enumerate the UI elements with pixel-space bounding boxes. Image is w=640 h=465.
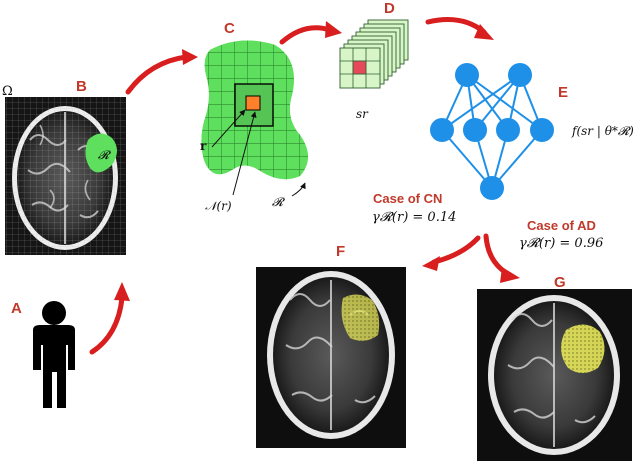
patch-stack-d [339,19,409,89]
case-ad-gamma: γ𝓡(r) = 0.96 [519,236,604,251]
voxel-r [245,95,261,111]
omega-label: Ω [2,84,13,99]
region-R-label-c: 𝓡 [272,195,286,209]
neighborhood-label: 𝒩(r) [205,199,232,213]
s-r-label: sr [356,107,369,121]
arrow-e-to-f [431,235,481,265]
nn-node [480,176,504,200]
ad-patch [560,324,605,373]
nn-node [463,118,487,142]
region-R-b [85,133,117,173]
mri-scan-g [477,289,632,461]
mri-scan-b [5,97,126,255]
arrow-e-to-g [483,233,511,277]
case-cn-gamma: γ𝓡(r) = 0.14 [372,210,457,225]
nn-node [530,118,554,142]
panel-label-d: D [384,0,395,17]
panel-label-c: C [224,20,235,37]
arrow-d-to-e [425,17,487,35]
case-ad-title: Case of AD [527,218,596,233]
case-cn-title: Case of CN [373,191,443,206]
flow-arrows [89,17,511,355]
panel-label-e: E [558,84,569,101]
arrow-b-to-c [125,54,189,95]
person-icon [33,301,75,408]
nn-node [430,118,454,142]
panel-label-f: F [336,243,346,260]
cn-patch [341,294,380,341]
panel-label-b: B [76,78,87,95]
arrow-c-to-d [279,25,333,45]
pointer-neighborhood [232,111,257,196]
pointer-r [211,109,246,148]
nn-node [508,63,532,87]
panel-label-g: G [554,274,566,291]
nn-node [496,118,520,142]
patch-center-voxel [352,60,367,75]
mri-scan-f [256,267,406,448]
region-R-label-b: 𝓡 [98,148,112,162]
arrow-a-to-b [89,295,125,355]
panel-label-a: A [11,300,22,317]
neural-network-e [441,74,543,189]
pointer-region [291,182,306,197]
r-label: r [200,139,207,153]
nn-node [455,63,479,87]
f-label: f(sr | θ*𝓡) [571,124,634,138]
region-zoom-c [201,40,308,180]
